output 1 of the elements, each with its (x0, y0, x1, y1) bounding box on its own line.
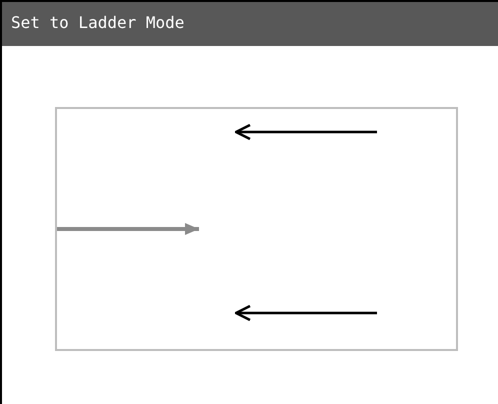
title: Set to Ladder Mode (11, 13, 184, 32)
